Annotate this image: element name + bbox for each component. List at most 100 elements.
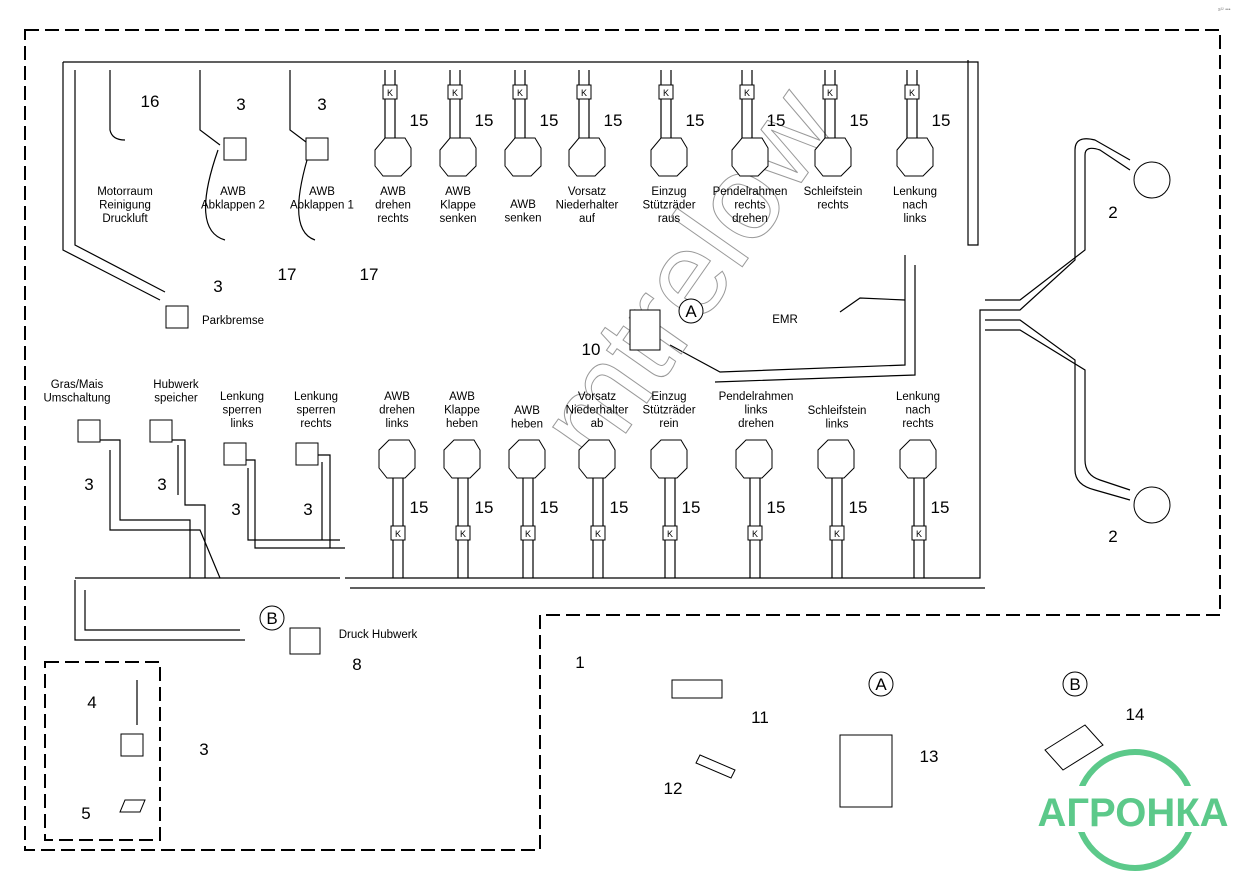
callout-1: 1	[575, 653, 584, 672]
connector-15: K15	[814, 70, 868, 177]
callout-2: 2	[1108, 203, 1117, 222]
label-line: Klappe	[444, 405, 480, 417]
label-line: Einzug	[651, 186, 686, 198]
agronka-logo: АГРОНКА	[1037, 749, 1229, 871]
callout-10: 10	[582, 340, 601, 359]
valve-plug-3	[165, 305, 189, 329]
connector-15: K15	[899, 439, 949, 578]
callout-3: 3	[157, 475, 166, 494]
callout-5: 5	[81, 804, 90, 823]
k-marker: K	[517, 88, 523, 98]
label-line: Lenkung	[893, 186, 937, 198]
k-marker: K	[595, 529, 601, 539]
label-line: Abklappen 1	[290, 200, 354, 212]
valve-plug-3	[149, 419, 173, 443]
k-marker: K	[827, 88, 833, 98]
k-marker: K	[525, 529, 531, 539]
label-line: drehen	[379, 405, 415, 417]
label-line: Vorsatz	[578, 391, 617, 403]
k-marker: K	[395, 529, 401, 539]
callout-15: 15	[604, 111, 623, 130]
label-line: drehen	[732, 213, 768, 225]
label-line: Motorraum	[97, 186, 153, 198]
label-line: links	[385, 418, 408, 430]
label-line: Einzug	[651, 391, 686, 403]
label-line: Stützräder	[642, 405, 695, 417]
callout-11: 11	[751, 708, 769, 727]
callout-17: 17	[278, 265, 297, 284]
label-line: AWB	[445, 186, 471, 198]
label-line: Niederhalter	[556, 200, 619, 212]
top-connector-label: Schleifstein rechts	[804, 186, 863, 212]
callout-15: 15	[475, 498, 494, 517]
connector-15: K15	[896, 70, 950, 177]
valve-plug-3	[305, 137, 329, 161]
emr-label: EMR	[772, 314, 798, 326]
label-line: Abklappen 2	[201, 200, 265, 212]
reference-circle	[678, 298, 704, 324]
valve-plug-3	[77, 419, 101, 443]
fitting-11	[671, 679, 723, 699]
label-line: drehen	[738, 418, 774, 430]
reference-B: B	[266, 609, 277, 628]
callout-15: 15	[767, 111, 786, 130]
label-line: Druckluft	[102, 213, 148, 225]
label-line: AWB	[384, 391, 410, 403]
connector-15: K 15	[650, 70, 705, 177]
k-marker: K	[452, 88, 458, 98]
callout-12: 12	[664, 779, 683, 798]
callout-14: 14	[1126, 705, 1145, 724]
label-line: links	[903, 213, 926, 225]
label-line: rechts	[817, 200, 849, 212]
connector-15: K15	[504, 70, 558, 177]
label-line: Niederhalter	[566, 405, 629, 417]
watermark-text: АГРОНКА	[1037, 791, 1228, 835]
valve-plug-3	[223, 442, 247, 466]
callout-3: 3	[199, 740, 208, 759]
k-marker: K	[916, 529, 922, 539]
connector-15: K15	[731, 70, 786, 177]
reference-A: A	[875, 675, 887, 694]
label-line: Pendelrahmen	[719, 391, 794, 403]
corner-text: s²² •••	[1218, 7, 1231, 13]
harness-main-frame	[62, 60, 1131, 641]
k-marker: K	[667, 529, 673, 539]
label-line: Hubwerk	[153, 379, 199, 391]
callout-15: 15	[686, 111, 705, 130]
callout-15: 15	[475, 111, 494, 130]
connector-15: K15	[735, 439, 785, 578]
connector-15: K15	[650, 439, 700, 578]
connector-15: K 15	[568, 70, 623, 177]
valve-plug-3	[295, 442, 319, 466]
label-line: sperren	[297, 405, 336, 417]
label-line: senken	[439, 213, 476, 225]
callout-3: 3	[231, 500, 240, 519]
label-line: Reinigung	[99, 200, 151, 212]
k-marker: K	[581, 88, 587, 98]
label-line: Schleifstein	[808, 405, 867, 417]
label-line: sperren	[223, 405, 262, 417]
k-marker: K	[663, 88, 669, 98]
label-line: rechts	[734, 200, 766, 212]
callout-3: 3	[213, 277, 222, 296]
sensor-14	[1044, 724, 1104, 771]
callout-3: 3	[236, 95, 245, 114]
label-line: Schleifstein	[804, 186, 863, 198]
callout-13: 13	[920, 747, 939, 766]
label-line: links	[230, 418, 253, 430]
